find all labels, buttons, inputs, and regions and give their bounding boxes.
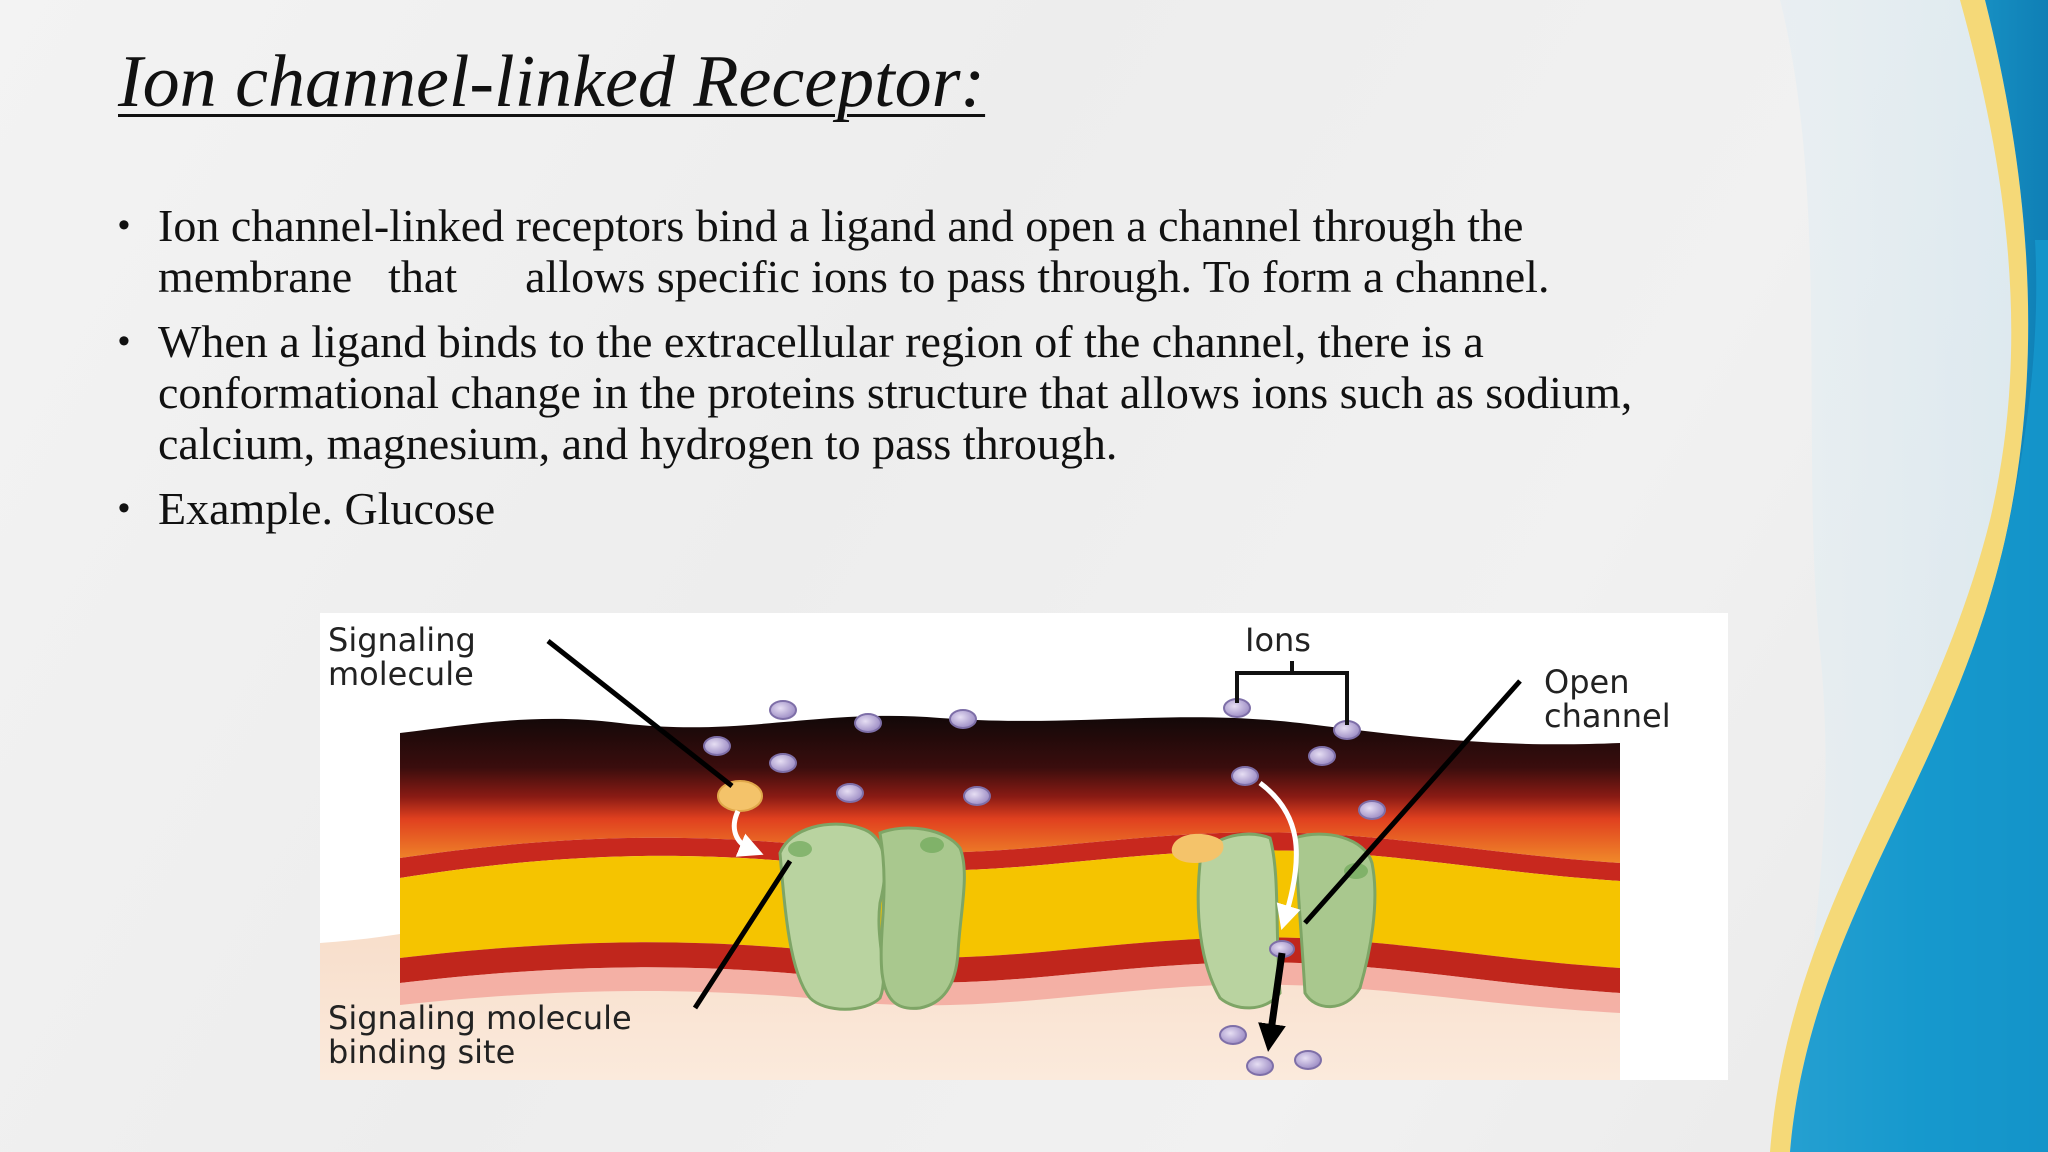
bullet-3-line-1: Example. Glucose bbox=[158, 483, 496, 534]
bullet-icon: • bbox=[118, 489, 130, 527]
bullet-2-line-1: When a ligand binds to the extracellular… bbox=[158, 316, 1484, 367]
membrane-illustration bbox=[320, 613, 1728, 1080]
label-ions: Ions bbox=[1245, 621, 1311, 659]
bullet-item: • Example. Glucose bbox=[118, 483, 1838, 534]
label-signaling-molecule: Signaling molecule bbox=[328, 621, 476, 693]
bullet-1-line-2c: allows specific ions to pass through. To… bbox=[525, 251, 1550, 302]
slide-title: Ion channel-linked Receptor: bbox=[118, 41, 986, 123]
bullet-1-line-2a: membrane bbox=[158, 251, 353, 302]
open-channel bbox=[1171, 832, 1377, 1010]
bullet-1-line-1: Ion channel-linked receptors bind a liga… bbox=[158, 200, 1524, 251]
bullet-2-line-2: conformational change in the proteins st… bbox=[158, 367, 1633, 418]
bullet-item: • Ion channel-linked receptors bind a li… bbox=[118, 200, 1838, 302]
bullet-icon: • bbox=[118, 322, 130, 360]
bullet-icon: • bbox=[118, 206, 130, 244]
signaling-molecule-shape bbox=[717, 780, 763, 812]
ions bbox=[703, 698, 1386, 1076]
label-binding-site: Signaling molecule binding site bbox=[328, 999, 632, 1071]
closed-channel bbox=[778, 822, 966, 1011]
bullet-item: • When a ligand binds to the extracellul… bbox=[118, 316, 1838, 469]
bullet-list: • Ion channel-linked receptors bind a li… bbox=[118, 200, 1838, 548]
bullet-2-line-3: calcium, magnesium, and hydrogen to pass… bbox=[158, 418, 1118, 469]
label-open-channel: Open channel bbox=[1544, 663, 1671, 735]
bullet-1-line-2b: that bbox=[388, 251, 458, 302]
ion-channel-diagram: Signaling molecule Ions Open channel Sig… bbox=[320, 613, 1728, 1080]
